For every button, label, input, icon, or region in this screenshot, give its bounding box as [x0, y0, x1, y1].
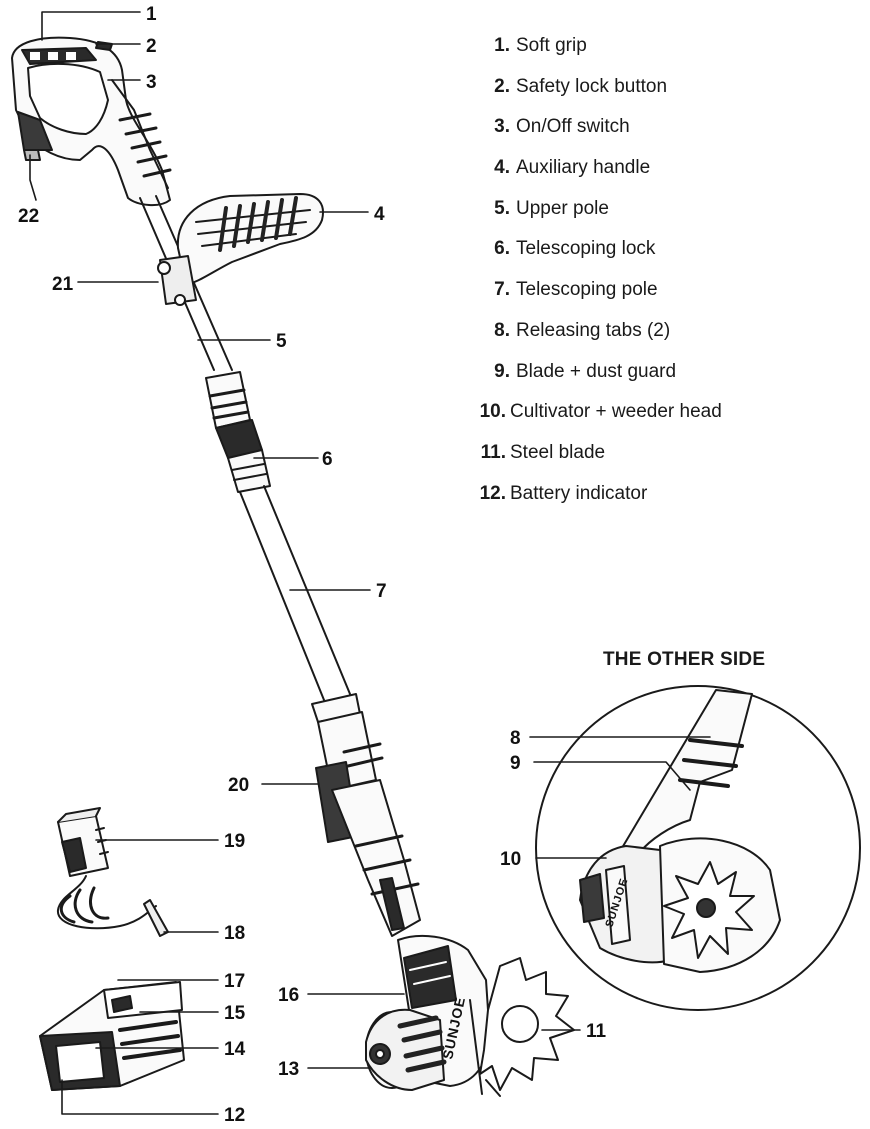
battery-drawing: [39, 981, 185, 1091]
callout-16: 16: [278, 985, 299, 1006]
legend-text: Cultivator + weeder head: [510, 401, 722, 423]
cultivator-head-drawing: [365, 934, 575, 1097]
legend-item-4: 4.Auxiliary handle: [494, 157, 651, 179]
callout-18: 18: [224, 923, 245, 944]
callout-22: 22: [18, 206, 39, 227]
legend-item-12: 12.Battery indicator: [479, 482, 648, 504]
legend-text: On/Off switch: [516, 116, 630, 138]
callout-8: 8: [510, 728, 521, 749]
callout-12: 12: [224, 1105, 245, 1126]
callout-1: 1: [146, 4, 157, 25]
main-handle-drawing: [11, 36, 172, 206]
legend-text: Telescoping pole: [516, 279, 658, 301]
legend-text: Steel blade: [510, 441, 606, 463]
callout-19: 19: [224, 831, 245, 852]
legend-text: Soft grip: [516, 35, 587, 56]
legend-text: Battery indicator: [510, 482, 648, 504]
leader-lines: [29, 11, 711, 1115]
telescoping-lock-drawing: [205, 371, 271, 493]
callout-6: 6: [322, 449, 333, 470]
callout-21: 21: [52, 274, 74, 295]
callout-20: 20: [228, 775, 249, 796]
legend-item-10: 10.Cultivator + weeder head: [479, 401, 722, 423]
callout-7: 7: [376, 581, 387, 602]
callout-13: 13: [278, 1059, 299, 1080]
legend-item-5: 5.Upper pole: [494, 197, 609, 219]
legend-text: Auxiliary handle: [516, 157, 651, 179]
callout-15: 15: [224, 1003, 246, 1024]
callout-14: 14: [224, 1039, 246, 1060]
callout-10: 10: [500, 849, 521, 870]
callout-9: 9: [510, 753, 521, 774]
legend-text: Telescoping lock: [516, 238, 656, 260]
callout-4: 4: [374, 204, 385, 225]
legend-item-6: 6.Telescoping lock: [494, 238, 656, 260]
telescoping-pole-drawing: [239, 485, 351, 701]
legend-item-11: 11.Steel blade: [480, 441, 606, 463]
legend-item-9: 9.Blade + dust guard: [494, 360, 677, 382]
legend-item-1: 1.Soft grip: [494, 35, 587, 56]
legend-item-7: 7.Telescoping pole: [494, 279, 658, 301]
legend-text: Safety lock button: [516, 75, 668, 97]
auxiliary-handle-drawing: [157, 193, 324, 306]
callout-2: 2: [146, 36, 157, 57]
callout-17: 17: [224, 971, 245, 992]
legend-item-8: 8.Releasing tabs (2): [494, 319, 671, 341]
parts-legend: 1.Soft grip 2.Safety lock button 3.On/Of…: [470, 30, 860, 518]
charger-drawing: [56, 807, 169, 937]
other-side-heading: THE OTHER SIDE: [603, 649, 766, 670]
legend-item-3: 3.On/Off switch: [494, 116, 630, 138]
lower-housing-drawing: [311, 693, 421, 937]
callout-11: 11: [586, 1021, 607, 1042]
callout-3: 3: [146, 72, 157, 93]
legend-text: Upper pole: [516, 197, 609, 219]
other-side-detail: [535, 685, 861, 1011]
callout-5: 5: [276, 331, 287, 352]
legend-text: Blade + dust guard: [516, 360, 677, 382]
legend-item-2: 2.Safety lock button: [494, 75, 668, 97]
legend-text: Releasing tabs (2): [516, 319, 671, 341]
